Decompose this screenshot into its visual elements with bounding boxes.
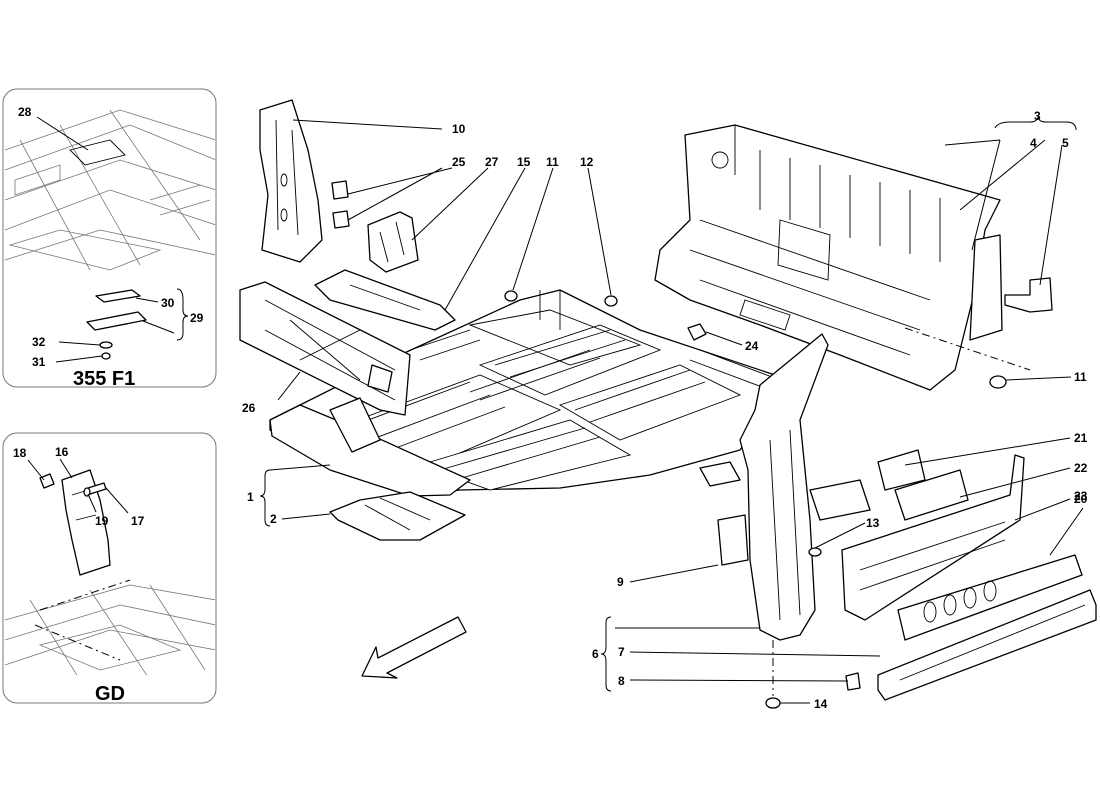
label-14: 14	[814, 697, 828, 711]
label-9: 9	[617, 575, 624, 589]
inset-355-f1-title: 355 F1	[73, 368, 135, 390]
part-31-nut	[101, 352, 111, 360]
label-6: 6	[592, 647, 599, 661]
label-27: 27	[485, 155, 499, 169]
label-11-right: 11	[1074, 370, 1087, 384]
part-9-b-pillar	[739, 333, 829, 641]
part-25-block-lower	[332, 210, 350, 229]
inset-gd-frame	[2, 432, 217, 704]
part-2-floor-support	[329, 491, 466, 541]
label-28: 28	[18, 105, 32, 119]
label-26: 26	[242, 401, 256, 415]
leader-lines	[259, 116, 1084, 704]
part-4-side-panel	[969, 234, 1003, 341]
label-18: 18	[13, 446, 27, 460]
part-12-plug	[604, 295, 618, 307]
part-25-block-upper	[331, 180, 349, 200]
part-23-sill-closure	[897, 554, 1083, 641]
part-26-cutout	[367, 364, 393, 393]
label-20: 20	[1074, 492, 1088, 506]
label-4: 4	[1030, 136, 1037, 150]
part-11-plug-left	[504, 290, 518, 302]
label-15: 15	[517, 155, 531, 169]
part-9-bracket	[717, 514, 749, 566]
inset-gd-floor-sketch	[4, 584, 215, 675]
label-22: 22	[1074, 461, 1088, 475]
label-1: 1	[247, 490, 254, 504]
part-19-washer	[83, 487, 91, 497]
label-17: 17	[131, 514, 145, 528]
part-16-bracket	[61, 469, 111, 576]
part-1-front-floor	[269, 404, 471, 497]
label-10: 10	[452, 122, 466, 136]
label-24: 24	[745, 339, 759, 353]
part-9-side-bracket	[809, 479, 871, 521]
part-5-reinforcement	[1004, 277, 1053, 313]
label-31: 31	[32, 355, 46, 369]
label-7: 7	[618, 645, 625, 659]
part-9-clip	[699, 461, 741, 487]
label-21: 21	[1074, 431, 1088, 445]
part-30-gasket	[95, 289, 141, 303]
label-5: 5	[1062, 136, 1069, 150]
front-direction-arrow-icon	[361, 616, 467, 679]
part-32-washer	[99, 341, 113, 349]
central-floor-pan	[269, 289, 791, 497]
part-13-fastener	[808, 547, 822, 557]
part-11-plug-right	[989, 375, 1007, 389]
label-13: 13	[866, 516, 880, 530]
label-8: 8	[618, 674, 625, 688]
part-27-bracket	[367, 211, 419, 273]
label-11-top: 11	[546, 155, 559, 169]
part-24-plug	[687, 323, 707, 341]
label-12: 12	[580, 155, 594, 169]
label-3: 3	[1034, 109, 1041, 123]
label-29: 29	[190, 311, 204, 325]
label-2: 2	[270, 512, 277, 526]
label-19: 19	[95, 514, 109, 528]
part-26-front-crossmember	[239, 281, 411, 416]
inset-355-f1-floor-sketch	[4, 109, 215, 271]
label-30: 30	[161, 296, 175, 310]
part-14-plug	[765, 697, 781, 709]
label-25: 25	[452, 155, 466, 169]
callout-labels: 10 25 27 15 11 12 3 4 5 24 11 26 1 2 21 …	[242, 109, 1088, 711]
part-21-plate	[877, 449, 926, 491]
inset-355-f1-frame	[2, 88, 217, 388]
label-23: 23	[1074, 489, 1088, 503]
part-8-clip	[845, 672, 861, 691]
part-30-plate	[86, 311, 147, 331]
part-10-pillar	[259, 99, 323, 263]
inset-gd-title: GD	[95, 683, 125, 705]
label-32: 32	[32, 335, 46, 349]
part-20-inner-sill	[841, 454, 1025, 621]
part-1-bracket	[329, 397, 381, 453]
part-18-nut	[39, 473, 55, 489]
inset-gd: 18 16 19 17 GD	[2, 432, 217, 705]
inset-355-f1: 28 30 29 32 31 355 F1	[2, 88, 217, 390]
label-16: 16	[55, 445, 69, 459]
part-3-rear-bulkhead	[654, 124, 1001, 391]
part-22-reinforcement	[894, 469, 969, 521]
